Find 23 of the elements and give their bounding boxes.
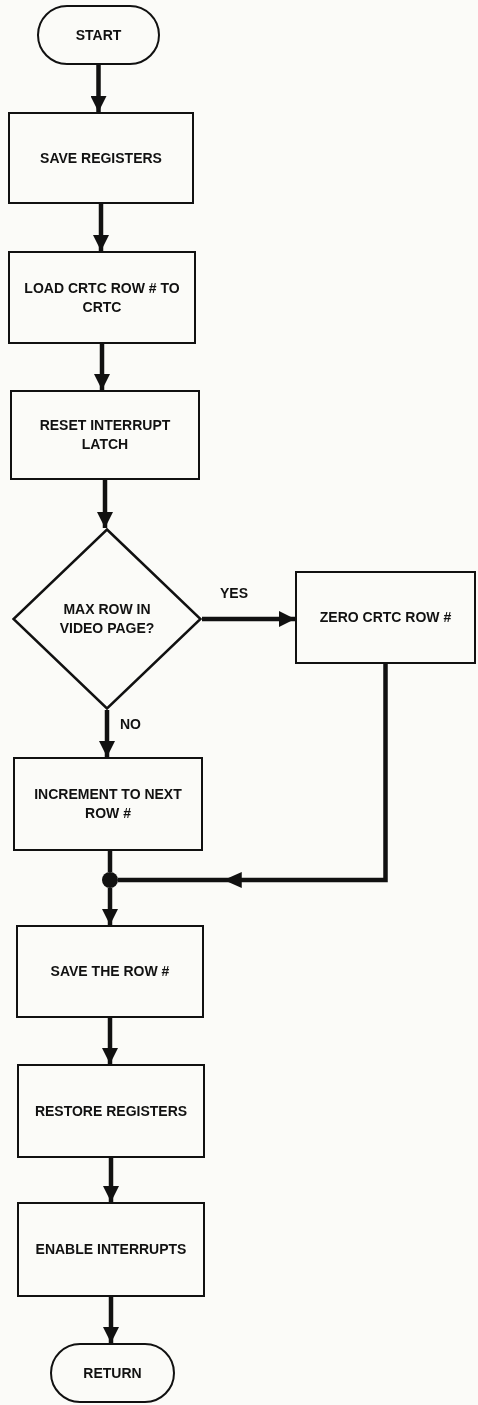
process-box — [295, 571, 476, 664]
step-text: START — [74, 25, 123, 45]
step-text: SAVE THE ROW # — [49, 962, 171, 981]
junction-dot — [102, 872, 118, 888]
step-text: LOAD CRTC ROW # TO CRTC — [23, 278, 181, 317]
edge-label: YES — [218, 585, 250, 601]
step-text: ZERO CRTC ROW # — [318, 608, 453, 627]
step-text: INCREMENT TO NEXT ROW # — [33, 785, 183, 823]
step-text: RESTORE REGISTERS — [33, 1101, 189, 1121]
edge-label: NO — [118, 716, 143, 732]
process-box — [13, 757, 203, 851]
step-text: RETURN — [82, 1363, 143, 1383]
process-box — [10, 390, 200, 480]
step-text: ENABLE INTERRUPTS — [34, 1240, 188, 1259]
decision-diamond — [12, 528, 202, 710]
step-text: MAX ROW IN VIDEO PAGE? — [58, 600, 156, 638]
step-text: SAVE REGISTERS — [39, 148, 163, 168]
process-box — [8, 251, 196, 344]
process-box — [16, 925, 204, 1018]
step-text: RESET INTERRUPT LATCH — [38, 416, 172, 454]
process-box — [8, 112, 194, 204]
process-box — [17, 1202, 205, 1297]
process-box — [17, 1064, 205, 1158]
